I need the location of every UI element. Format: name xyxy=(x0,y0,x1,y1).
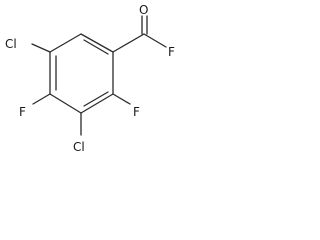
atom-f-ring-right: F xyxy=(133,105,140,119)
ring-bond-bottom-right xyxy=(80,93,114,114)
ring-bond-top-left xyxy=(49,33,82,53)
atom-cl-bottom: Cl xyxy=(73,140,85,154)
ring-bond-bottom-right-inner xyxy=(83,91,109,107)
bond-carbonyl-f xyxy=(143,33,167,48)
atom-cl-top-left: Cl xyxy=(5,37,17,51)
bond-ring-carbonyl xyxy=(112,33,145,53)
benzene-ring xyxy=(49,33,114,114)
bond-cl-top-left xyxy=(31,43,51,53)
atom-f-ring-left: F xyxy=(19,105,26,119)
atom-f-acyl: F xyxy=(168,45,175,59)
atom-o-carbonyl: O xyxy=(139,3,148,17)
bond-f-ring-left xyxy=(32,93,51,105)
bond-f-ring-right xyxy=(112,93,131,105)
molecule-structure: Cl F Cl F O F xyxy=(5,3,175,154)
ring-bond-top-inner xyxy=(83,39,109,55)
ring-bond-bottom-left xyxy=(49,93,82,114)
ring-bond-top xyxy=(80,33,114,53)
